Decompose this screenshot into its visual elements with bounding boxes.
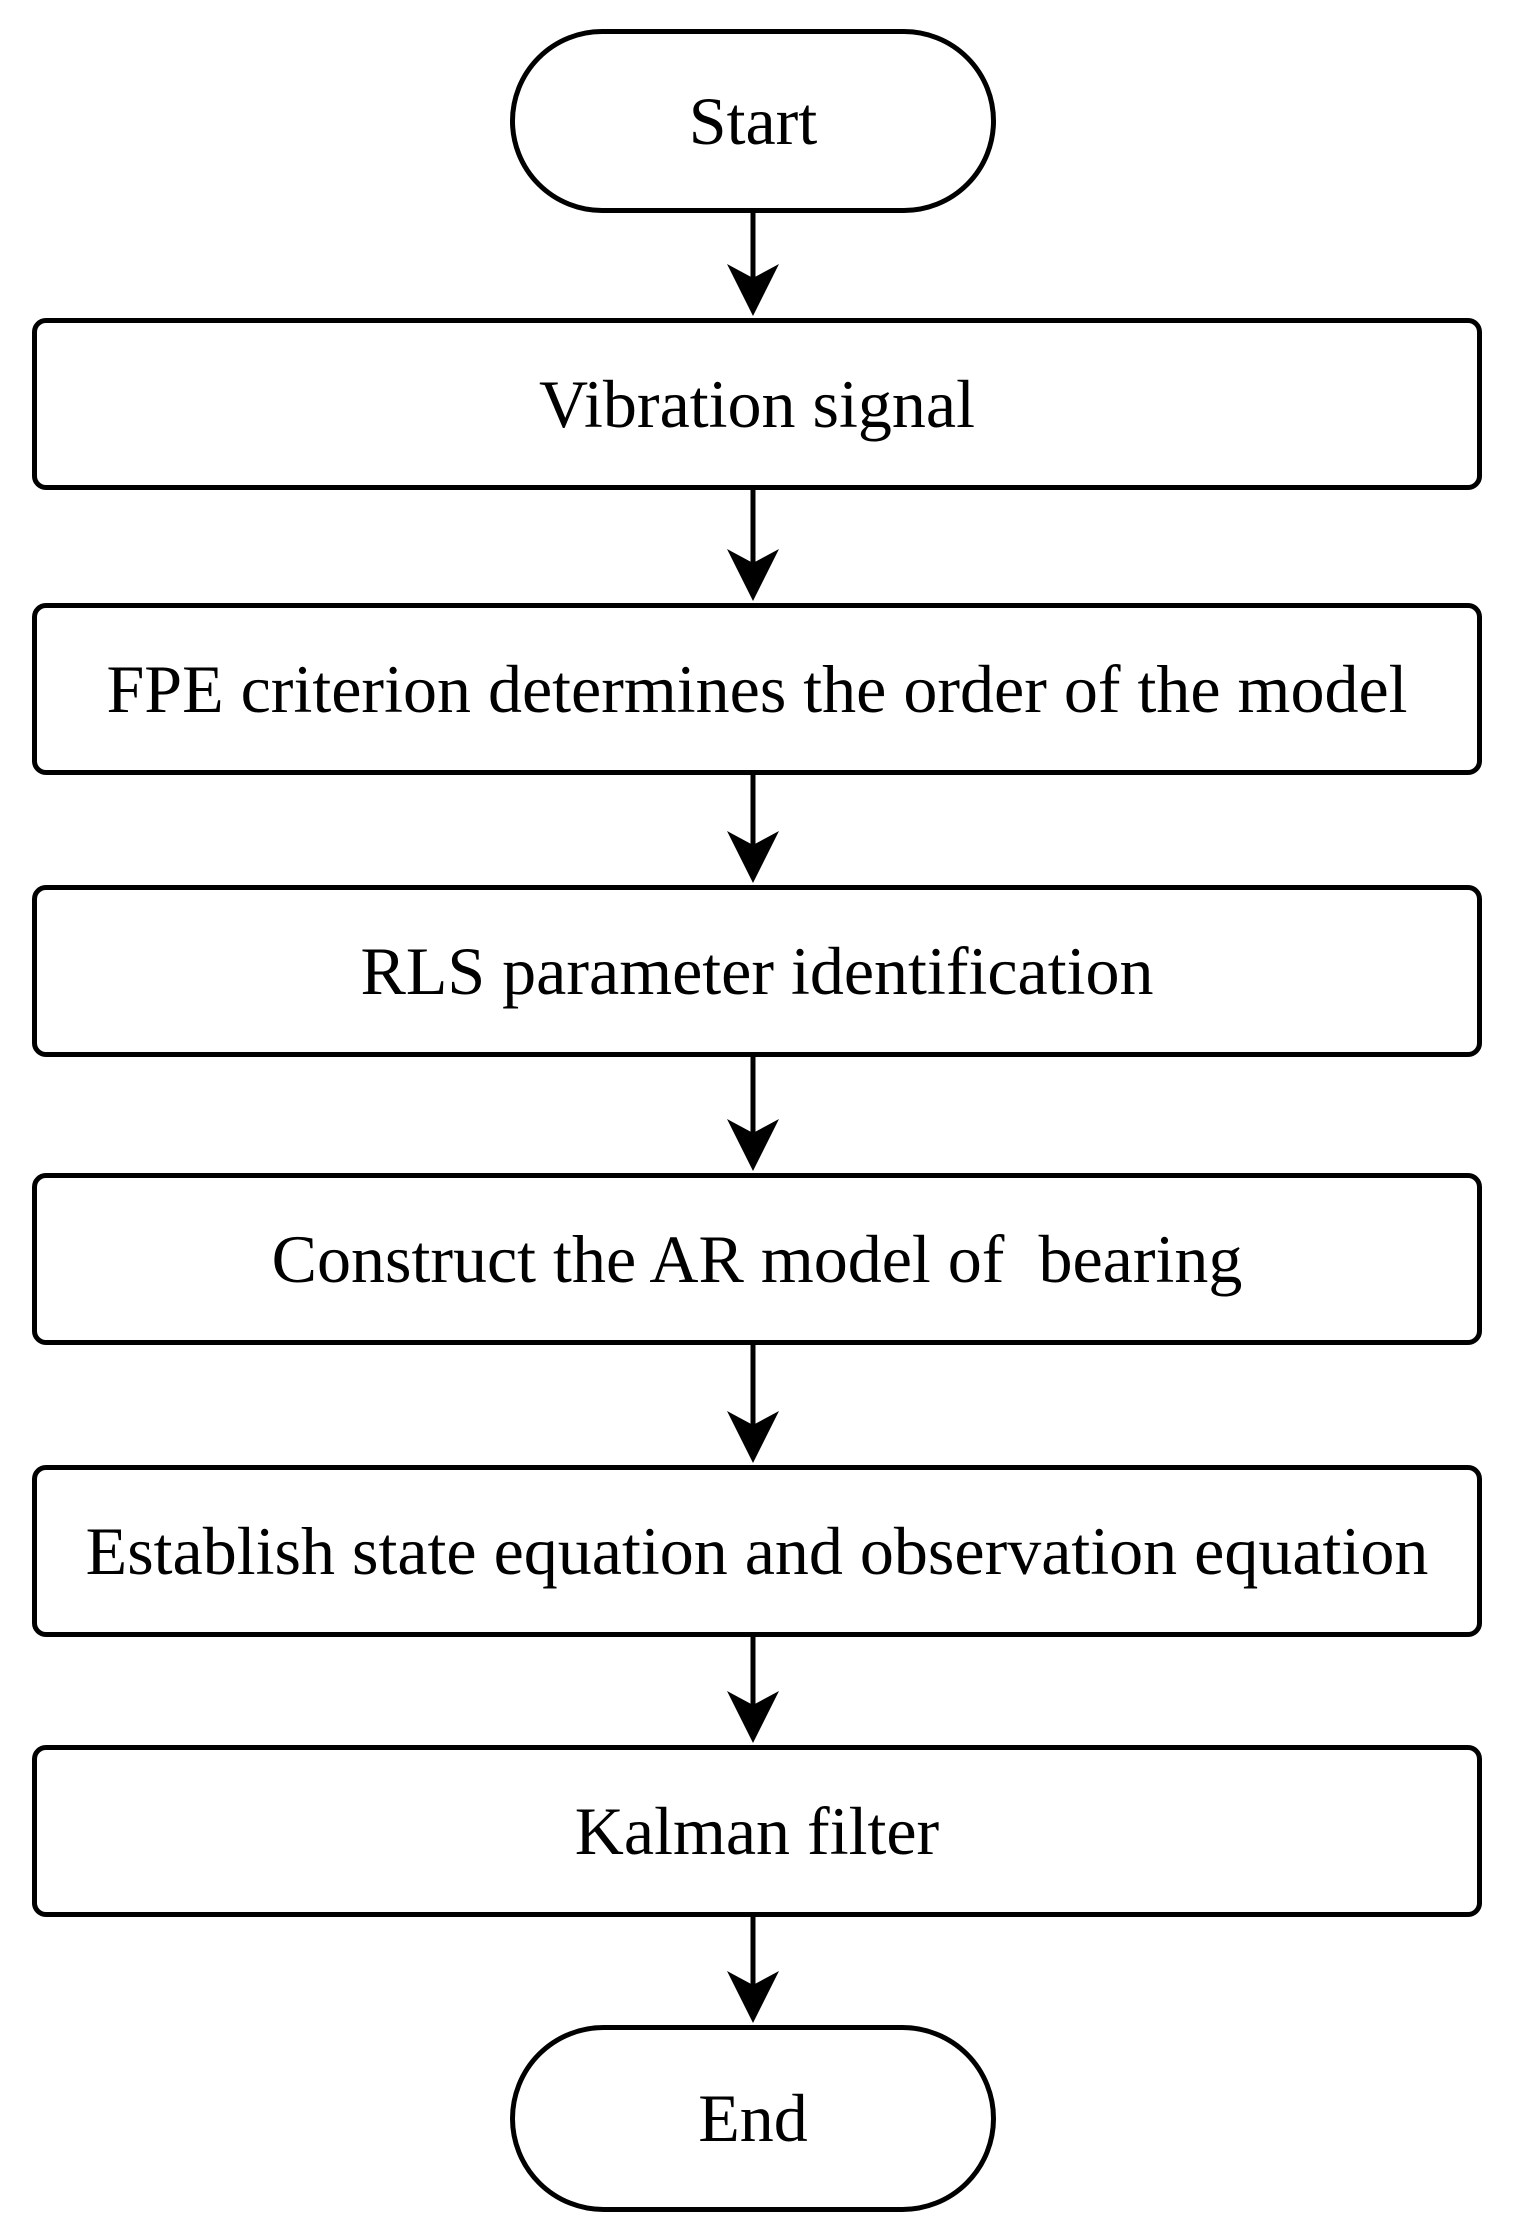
process-label: Kalman filter <box>574 1792 940 1869</box>
process-label: Construct the AR model of bearing <box>271 1220 1243 1297</box>
flowchart-node-construct-ar-model: Construct the AR model of bearing <box>32 1173 1482 1345</box>
flow-arrow-7 <box>727 1917 779 2023</box>
flow-arrow-5 <box>727 1345 779 1463</box>
flowchart-node-kalman-filter: Kalman filter <box>32 1745 1482 1917</box>
process-label: RLS parameter identification <box>360 932 1154 1009</box>
flowchart-node-fpe-criterion: FPE criterion determines the order of th… <box>32 603 1482 775</box>
arrow-shaft <box>750 1917 756 1987</box>
flowchart-node-rls-identification: RLS parameter identification <box>32 885 1482 1057</box>
end-label: End <box>698 2080 808 2157</box>
flow-arrow-6 <box>727 1637 779 1743</box>
flowchart-node-establish-equations: Establish state equation and observation… <box>32 1465 1482 1637</box>
arrow-shaft <box>750 1345 756 1427</box>
flow-arrow-4 <box>727 1057 779 1171</box>
flow-arrow-3 <box>727 775 779 883</box>
process-label: FPE criterion determines the order of th… <box>106 650 1408 727</box>
flowchart-node-vibration-signal: Vibration signal <box>32 318 1482 490</box>
flow-arrow-2 <box>727 490 779 601</box>
arrow-shaft <box>750 212 756 280</box>
start-label: Start <box>688 82 818 159</box>
process-label: Vibration signal <box>539 365 975 442</box>
arrow-shaft <box>750 1057 756 1135</box>
arrow-shaft <box>750 775 756 847</box>
flow-arrow-1 <box>727 212 779 316</box>
flowchart-node-end: End <box>510 2025 996 2212</box>
arrow-shaft <box>750 1637 756 1707</box>
arrow-shaft <box>750 490 756 565</box>
flowchart-node-start: Start <box>510 29 996 213</box>
process-label: Establish state equation and observation… <box>85 1512 1429 1589</box>
